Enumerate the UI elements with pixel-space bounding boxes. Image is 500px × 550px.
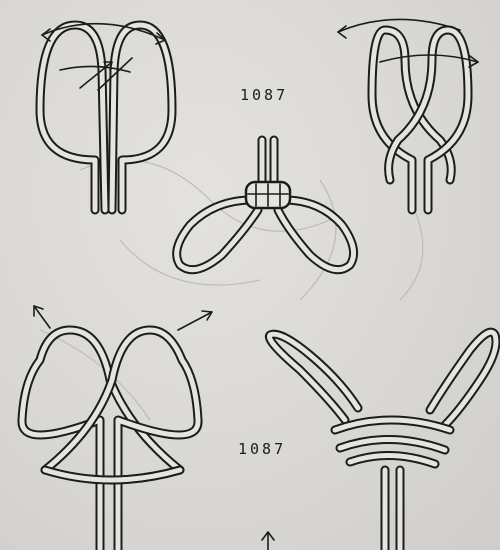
step-4-right-loop <box>430 332 496 425</box>
finished-knot-core <box>246 182 290 208</box>
finished-knot-standing-cords <box>262 140 274 186</box>
finished-knot-right-wing <box>278 200 354 270</box>
step-3-right-loop <box>45 330 198 550</box>
step-3-arrow-left <box>34 306 50 328</box>
step-4-tightened-knot <box>269 332 496 550</box>
step-3-arrow-right <box>178 311 212 330</box>
finished-knot-left-wing <box>177 200 258 270</box>
step-1-pass-arrows <box>60 58 132 90</box>
step-4-left-loop <box>269 334 358 420</box>
step-3-crossed-loops <box>22 306 212 550</box>
step-1-two-loops <box>40 24 172 210</box>
step-1-right-loop <box>112 25 172 210</box>
figure-number-top: 1087 <box>240 86 288 104</box>
step-3-left-loop <box>22 330 180 550</box>
step-4-wraps <box>335 420 450 464</box>
finished-knot-top <box>177 140 354 270</box>
step-2-twisted-loops <box>338 19 478 210</box>
bottom-edge-arrow <box>262 532 274 550</box>
figure-number-bottom: 1087 <box>238 440 286 458</box>
step-3-base-bight <box>45 470 180 480</box>
step-1-left-loop <box>40 25 105 210</box>
step-4-standing-cords <box>385 470 400 550</box>
